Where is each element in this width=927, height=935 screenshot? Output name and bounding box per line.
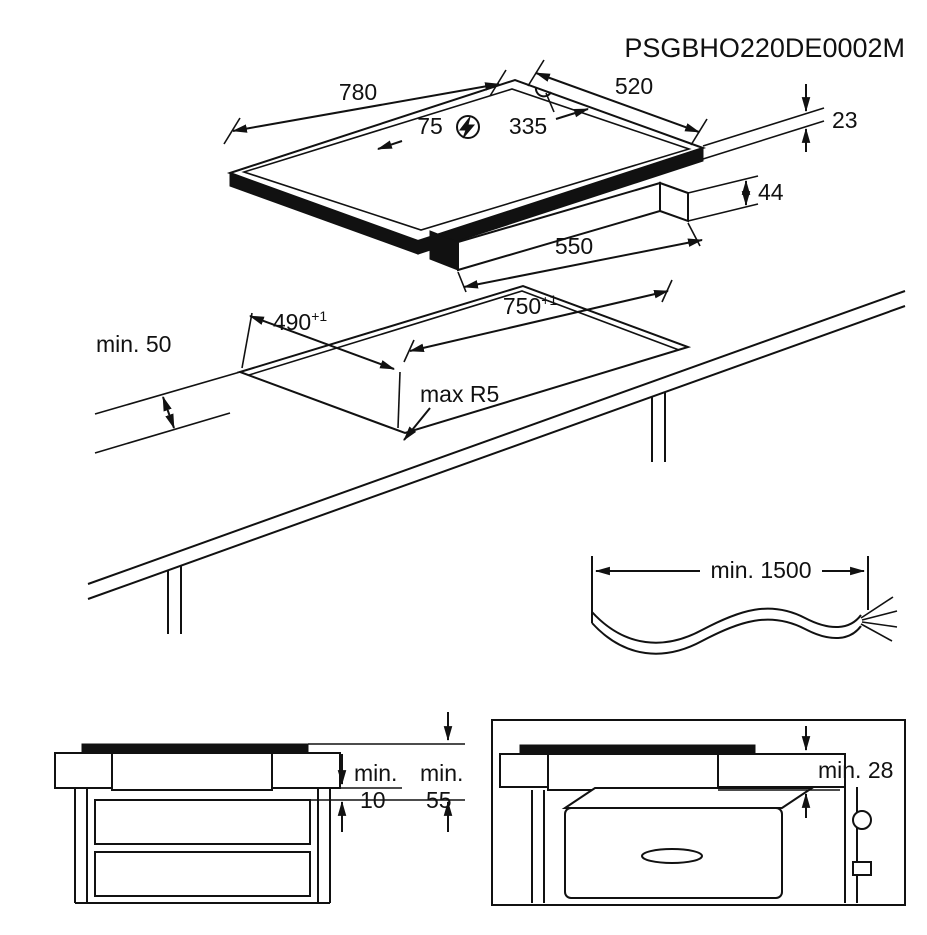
dimension-cutout-width: 750+1: [403, 279, 673, 363]
min-1500-label: min. 1500: [710, 557, 811, 583]
dimension-min-55: min. 55: [420, 712, 463, 832]
worktop-section-left: [54, 752, 113, 789]
worktop-section-left-oven: [499, 753, 549, 788]
dim-44-label: 44: [758, 179, 784, 205]
part-number-label: PSGBHO220DE0002M: [624, 33, 905, 63]
max-r5-label: max R5: [420, 381, 499, 407]
min-50-label: min. 50: [96, 331, 171, 357]
oven-knob-icon: [852, 810, 872, 830]
oven-front-face: [564, 807, 783, 899]
worktop-front-edge-bottom: [87, 305, 906, 600]
dim-490-label: 490+1: [273, 308, 328, 335]
cabinet-sides: [74, 788, 331, 904]
worktop-leg-right: [651, 392, 666, 462]
dimension-glass-thickness-23: 23: [702, 84, 858, 160]
dim-335-label: 335: [509, 113, 547, 139]
hob-housing-right-face: [659, 181, 689, 223]
min-10-min-label: min.: [354, 760, 397, 786]
view-frame: [491, 719, 906, 906]
drawer-clearance-view: min. 10 min. 55: [54, 712, 465, 904]
worktop-section-right: [271, 752, 341, 789]
hob-housing-section-oven: [547, 753, 719, 791]
power-cable-icon: [591, 596, 898, 655]
dimension-corner-radius: max R5: [403, 381, 499, 441]
isometric-hob-view: 780 520 75 335 23 44: [223, 59, 858, 293]
dim-23-label: 23: [832, 107, 858, 133]
dimension-width-780: 780: [223, 69, 507, 145]
worktop-cutout-view: min. 50 490+1 750+1 max R5: [87, 279, 906, 634]
dim-75-label: 75: [417, 113, 443, 139]
worktop-leg-left: [167, 566, 182, 634]
cabinet-wall-right: [844, 787, 858, 903]
dim-750-tolerance: +1: [541, 292, 557, 308]
dimension-cutout-depth: 490+1: [241, 308, 401, 429]
hob-housing-section: [111, 752, 273, 791]
oven-clearance-view: min. 28: [491, 719, 906, 906]
drawer-top: [94, 799, 311, 845]
dimension-edge-clearance: min. 50: [94, 331, 241, 454]
min-28-label: min. 28: [818, 757, 893, 783]
dim-780-label: 780: [339, 79, 377, 105]
dim-750-value: 750: [503, 293, 541, 319]
hob-glass-edge-right: [417, 147, 704, 255]
oven-top-face: [561, 787, 816, 809]
drawer-bottom: [94, 851, 311, 897]
cabinet-wall-left: [531, 790, 545, 903]
dim-550-label: 550: [555, 233, 593, 259]
cable-length-view: min. 1500: [591, 556, 898, 655]
min-55-min-label: min.: [420, 760, 463, 786]
dim-490-tolerance: +1: [311, 308, 327, 324]
dim-520-label: 520: [615, 73, 653, 99]
dim-490-value: 490: [273, 309, 311, 335]
dimension-housing-width-550: 550: [457, 222, 704, 293]
oven-handle-icon: [641, 848, 703, 864]
dimension-housing-height-44: 44: [687, 175, 784, 222]
dim-750-label: 750+1: [503, 292, 558, 319]
oven: [561, 787, 872, 899]
dimension-min-28: min. 28: [718, 726, 893, 818]
dimension-depth-520: 520: [527, 59, 708, 146]
oven-socket-icon: [852, 861, 872, 876]
hob-glass-section-oven: [519, 744, 756, 755]
min-10-value-label: 10: [360, 787, 386, 813]
min-55-value-label: 55: [426, 787, 452, 813]
hob-glass-section: [81, 743, 309, 754]
dimension-min-10: min. 10: [337, 754, 397, 832]
worktop-front-edge-top: [87, 290, 906, 585]
dimension-cable-position: 75 335: [376, 108, 590, 150]
